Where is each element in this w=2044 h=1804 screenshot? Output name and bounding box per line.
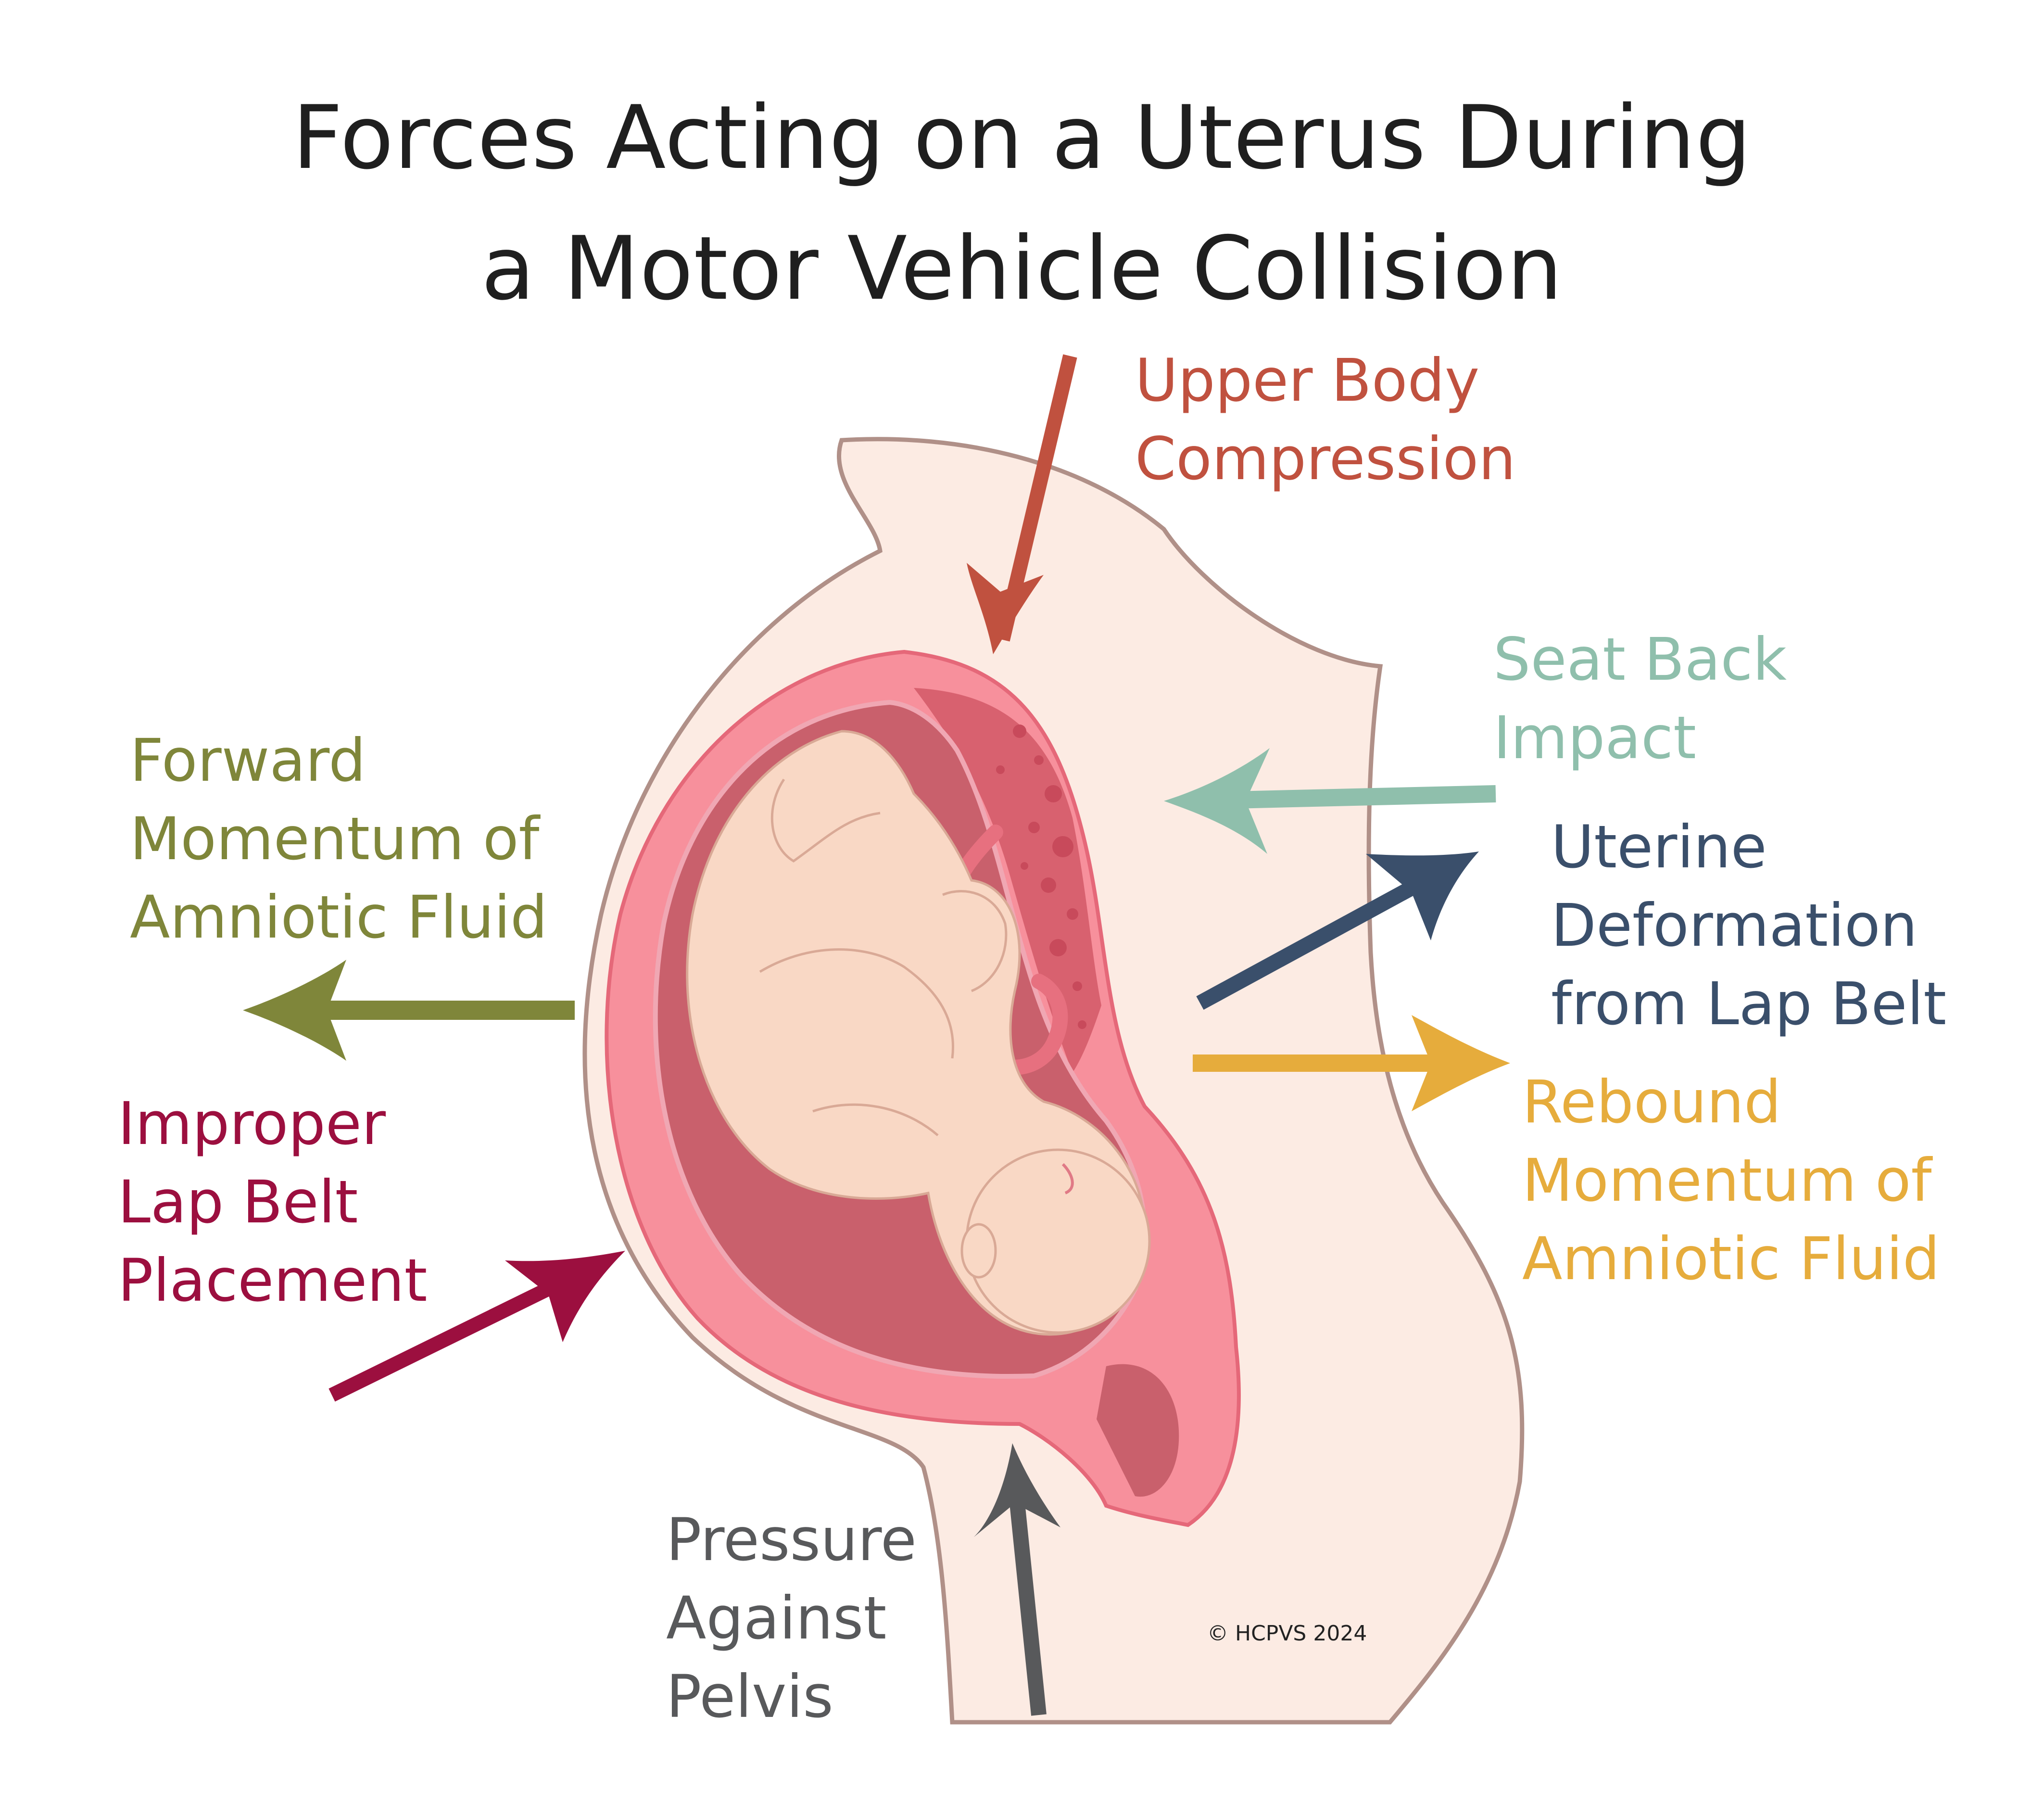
title-line-1: Forces Acting on a Uterus During [292, 87, 1752, 189]
label-improper-line-1: Improper [118, 1090, 386, 1158]
fetus-knee [812, 1103, 939, 1136]
label-upper-body-line-2: Compression [1135, 425, 1516, 493]
fetus-leg [770, 778, 881, 863]
arrow-seat-back [1164, 748, 1496, 854]
label-seat-back-impact: Seat Back Impact [1493, 621, 1787, 777]
label-forward-line-1: Forward [130, 726, 366, 795]
placenta-texture [996, 724, 1086, 1029]
diagram-title: Forces Acting on a Uterus During a Motor… [0, 72, 2044, 334]
label-uterine-deformation-line-3: from Lap Belt [1551, 970, 1947, 1038]
label-pelvis-line-2: Against [666, 1584, 887, 1652]
label-improper-line-2: Lap Belt [118, 1168, 358, 1236]
arrow-uterine-deformation [1196, 851, 1479, 1010]
label-improper-lap-belt: Improper Lap Belt Placement [118, 1085, 427, 1320]
arrow-forward [243, 960, 575, 1061]
label-improper-line-3: Placement [118, 1246, 428, 1315]
label-pelvis-line-3: Pelvis [666, 1663, 833, 1731]
arrow-improper-lap-belt [328, 1251, 625, 1402]
label-forward-line-3: Amniotic Fluid [130, 883, 548, 952]
label-pelvis-line-1: Pressure [666, 1506, 917, 1574]
arrow-pelvis [974, 1443, 1060, 1716]
label-seat-back-line-2: Impact [1493, 704, 1696, 772]
label-rebound-momentum: Rebound Momentum of Amniotic Fluid [1522, 1063, 1940, 1298]
label-upper-body-line-1: Upper Body [1135, 346, 1480, 415]
label-uterine-deformation-line-1: Uterine [1551, 813, 1767, 881]
placenta [914, 688, 1101, 1073]
copyright-notice: © HCPVS 2024 [1207, 1621, 1367, 1646]
arrow-rebound [1193, 1015, 1510, 1111]
fetus-ear [960, 1223, 997, 1279]
label-pressure-against-pelvis: Pressure Against Pelvis [666, 1501, 917, 1736]
label-uterine-deformation-line-2: Deformation [1551, 891, 1918, 960]
fetus-arm [759, 948, 954, 1059]
label-forward-line-2: Momentum of [130, 805, 540, 873]
label-rebound-line-1: Rebound [1522, 1068, 1781, 1136]
label-forward-momentum: Forward Momentum of Amniotic Fluid [130, 722, 547, 957]
title-line-2: a Motor Vehicle Collision [481, 217, 1563, 319]
fetus-nose [1061, 1163, 1074, 1194]
label-rebound-line-2: Momentum of [1522, 1146, 1932, 1215]
label-uterine-deformation: Uterine Deformation from Lap Belt [1551, 808, 1946, 1043]
fetus-hand [942, 890, 1008, 992]
cervix [1097, 1364, 1179, 1497]
arrow-upper-body [967, 354, 1077, 654]
label-upper-body-compression: Upper Body Compression [1135, 342, 1516, 498]
label-rebound-line-3: Amniotic Fluid [1522, 1225, 1940, 1293]
label-seat-back-line-1: Seat Back [1493, 625, 1787, 694]
